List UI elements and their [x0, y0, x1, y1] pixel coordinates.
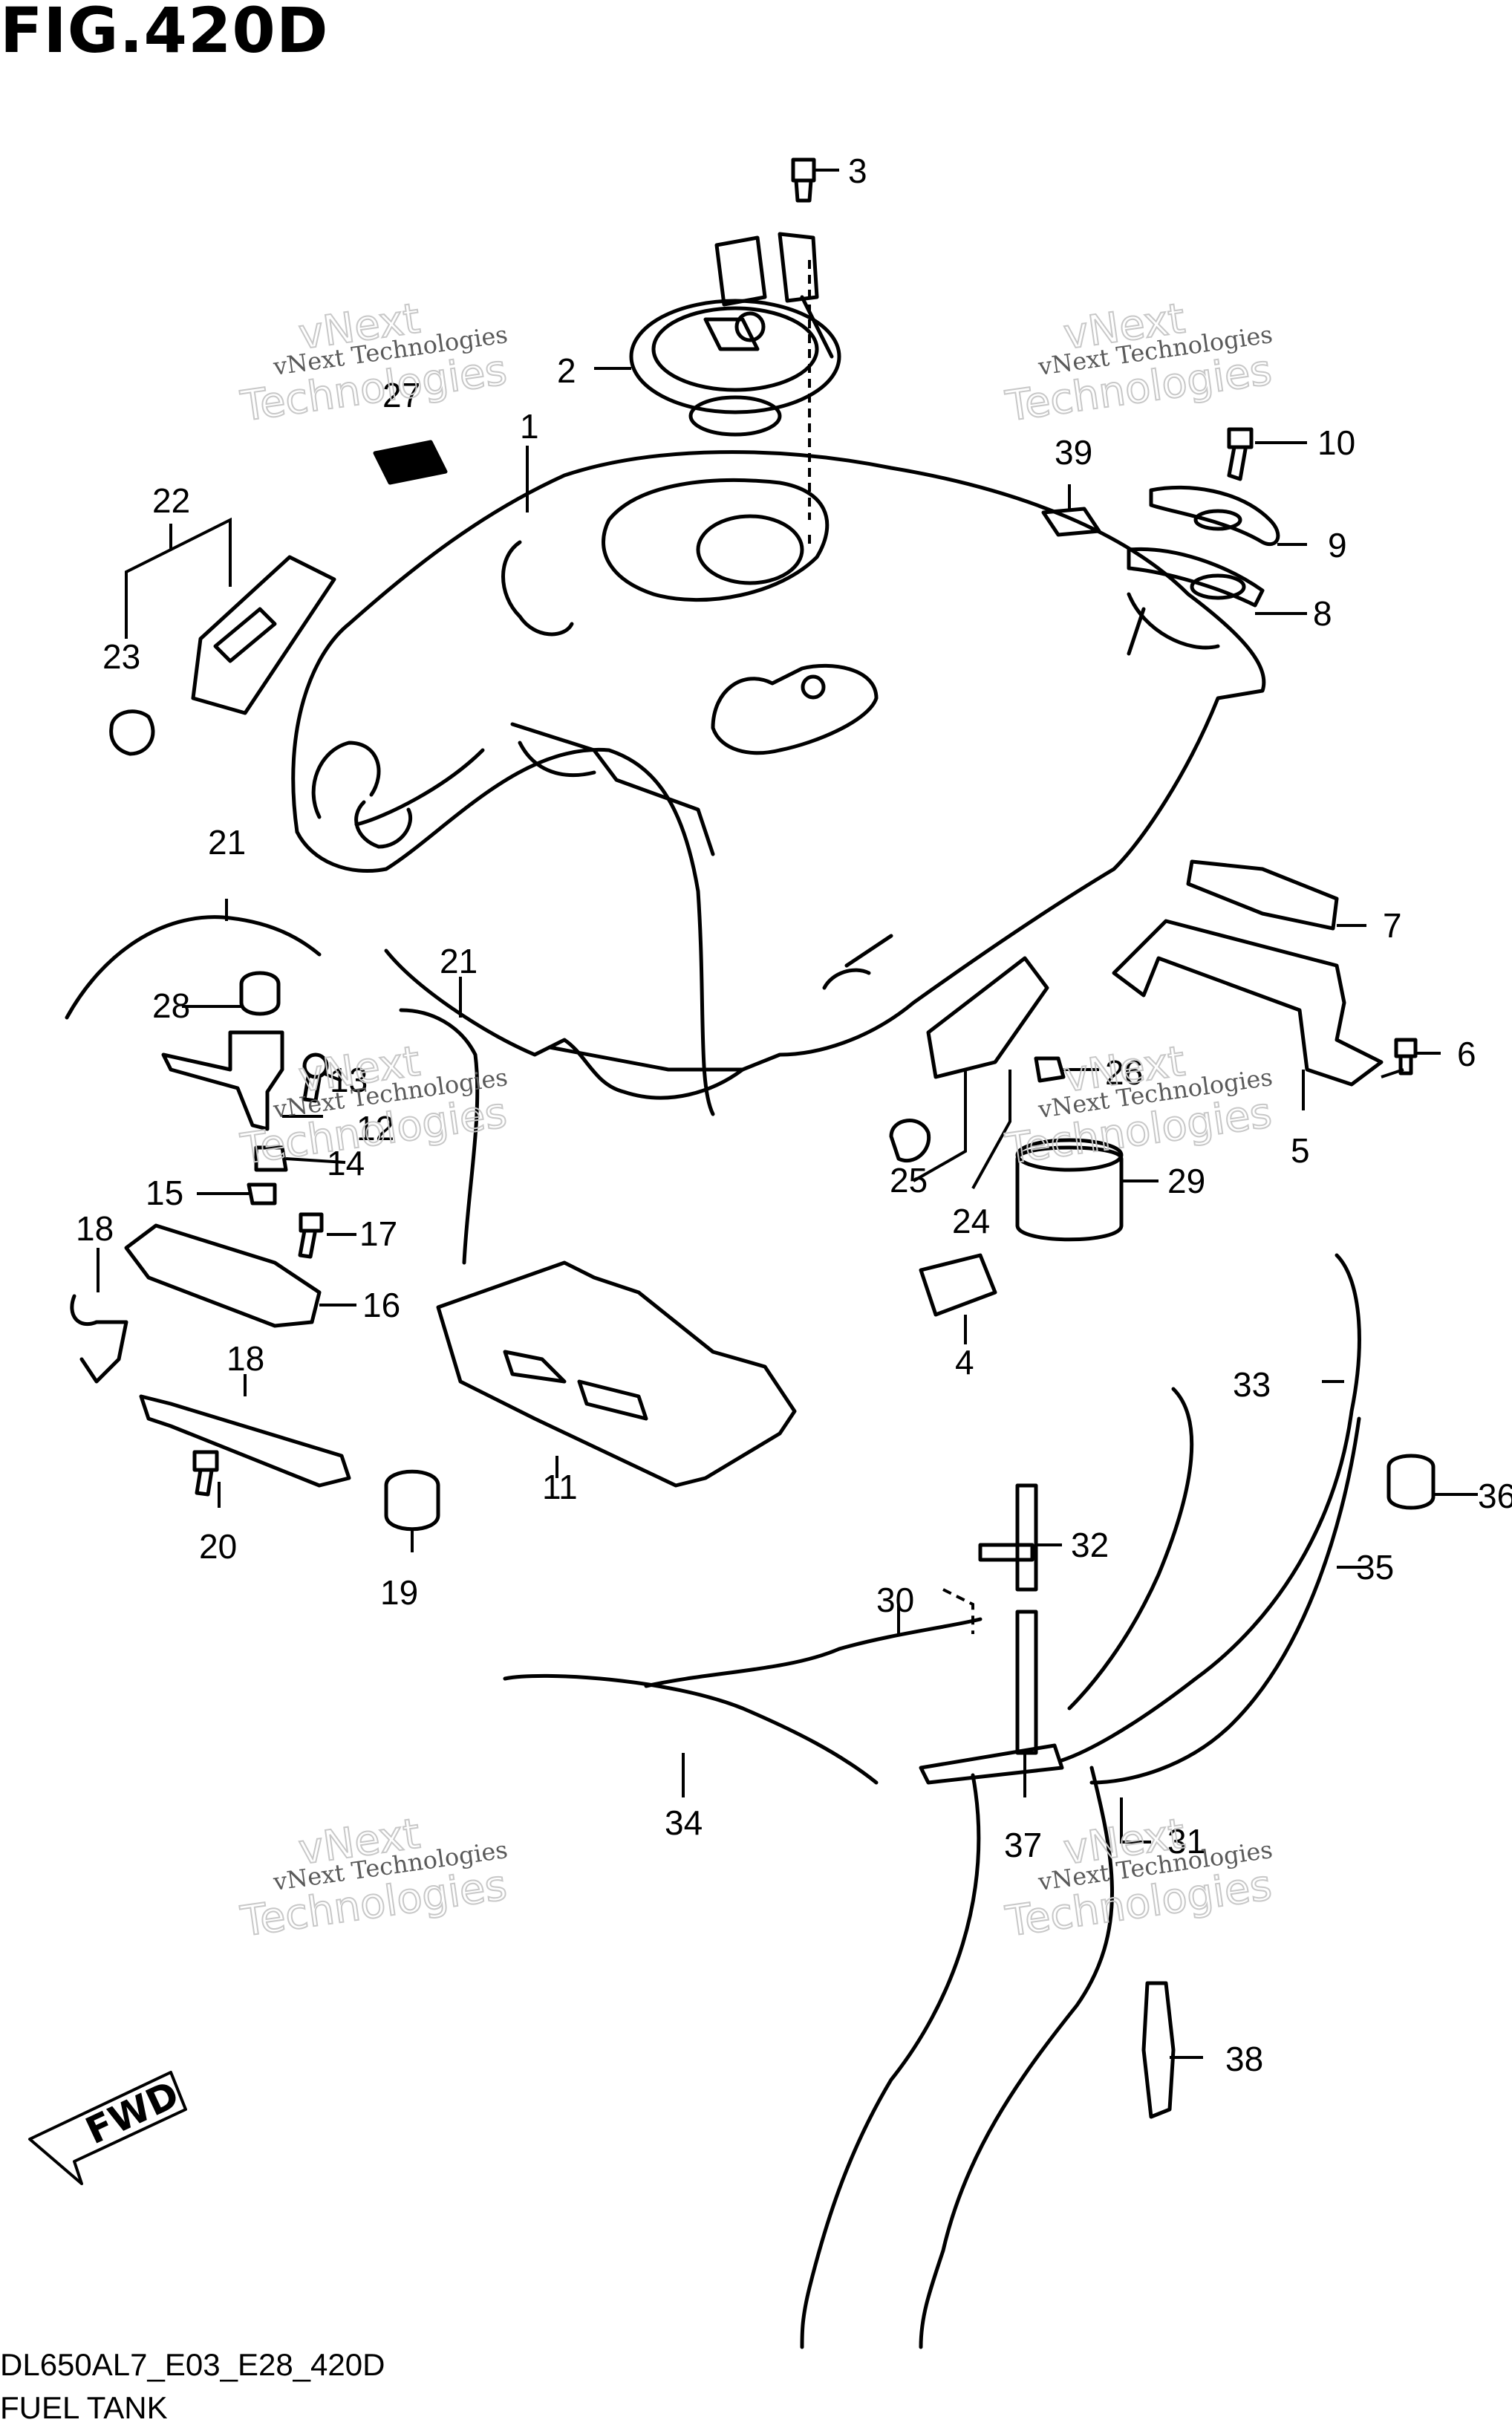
callout-24: 24: [952, 1202, 990, 1240]
callout-2: 2: [557, 351, 576, 390]
callout-37: 37: [1004, 1826, 1042, 1864]
callout-35: 35: [1356, 1548, 1394, 1587]
bolt-3: [791, 157, 816, 203]
elbow-lower: [1015, 1610, 1038, 1755]
clamp-38: [1141, 1981, 1176, 2119]
callout-7: 7: [1383, 906, 1402, 945]
collar-19: [384, 1469, 440, 1532]
callout-18-upper: 18: [76, 1209, 114, 1248]
cushion-22: [191, 555, 336, 715]
cushion-7: [1186, 859, 1339, 931]
collar-36: [1386, 1454, 1436, 1510]
callout-22: 22: [152, 481, 190, 520]
callout-8: 8: [1313, 594, 1332, 633]
hose-21-right: [399, 1008, 480, 1265]
callout-1: 1: [520, 407, 539, 446]
hose-33: [1060, 1253, 1361, 1763]
callout-11: 11: [542, 1468, 578, 1506]
pad-4: [919, 1253, 997, 1317]
figure-title: FIG.420D: [0, 0, 329, 67]
diagram-code: DL650AL7_E03_E28_420D: [0, 2347, 385, 2382]
hose-37-drain: [800, 1773, 981, 2349]
holder-9: [1149, 485, 1280, 547]
callout-17: 17: [359, 1214, 397, 1253]
callout-33: 33: [1233, 1365, 1271, 1404]
cap-23: [109, 709, 155, 756]
cap-25: [889, 1119, 931, 1162]
bracket-12: [161, 1030, 284, 1131]
callout-21-right: 21: [440, 942, 478, 980]
hose-30: [1067, 1387, 1194, 1711]
fwd-arrow: [28, 2071, 187, 2185]
fuel-tank: [291, 450, 1266, 1116]
grommet-28: [239, 971, 281, 1016]
band-29: [1015, 1145, 1124, 1242]
callout-18-lower: 18: [227, 1339, 264, 1378]
callout-32: 32: [1071, 1526, 1109, 1564]
hose-34: [503, 1673, 879, 1785]
pad-39: [1041, 507, 1101, 537]
nut-14: [254, 1145, 288, 1172]
callout-27: 27: [382, 376, 420, 414]
callout-5: 5: [1291, 1131, 1310, 1170]
joint-37: [919, 1743, 1064, 1785]
bolt-6: [1394, 1038, 1418, 1076]
callout-31: 31: [1167, 1822, 1205, 1861]
callout-16: 16: [362, 1286, 400, 1324]
clamp-18-upper: [70, 1294, 128, 1384]
bracket-5: [1112, 919, 1384, 1087]
hose-31: [919, 1766, 1114, 2349]
bolt-10: [1227, 427, 1254, 481]
cushion-24: [926, 956, 1049, 1079]
callout-9: 9: [1328, 526, 1347, 564]
hose-21-left: [65, 915, 322, 1020]
callout-10: 10: [1317, 423, 1355, 462]
callout-39: 39: [1055, 433, 1092, 472]
bolt-20: [192, 1450, 219, 1497]
callout-15: 15: [146, 1174, 183, 1212]
callout-4: 4: [955, 1343, 974, 1382]
hose-30-upper: [644, 1617, 983, 1688]
callout-12: 12: [356, 1109, 394, 1148]
callout-36: 36: [1478, 1477, 1512, 1515]
callout-28: 28: [152, 986, 190, 1025]
tray-11: [436, 1260, 797, 1488]
diagram-name: FUEL TANK: [0, 2390, 168, 2425]
callout-6: 6: [1457, 1035, 1476, 1073]
callout-38: 38: [1225, 2040, 1263, 2078]
callout-34: 34: [665, 1803, 703, 1842]
cushion-8: [1127, 547, 1265, 608]
callout-25: 25: [890, 1161, 928, 1200]
bracket-16: [124, 1223, 322, 1328]
callout-26: 26: [1105, 1053, 1143, 1092]
fuel-cap: [629, 232, 841, 437]
watermark-group: vNext Technologies vNext Technologies vN…: [237, 293, 1275, 1947]
bolt-17: [298, 1212, 324, 1259]
callout-13: 13: [330, 1061, 368, 1099]
nut-26: [1034, 1056, 1066, 1083]
callout-20: 20: [199, 1527, 237, 1566]
caution-label-27: [373, 440, 448, 485]
clip-15: [247, 1182, 277, 1205]
fwd-label: FWD: [79, 2073, 186, 2153]
callout-19: 19: [380, 1573, 418, 1612]
bracket-18-lower: [139, 1394, 351, 1488]
callout-29: 29: [1167, 1162, 1205, 1200]
hose-35: [1089, 1416, 1361, 1785]
callout-14: 14: [327, 1144, 365, 1182]
callout-21-left: 21: [208, 823, 246, 862]
callout-3: 3: [848, 152, 867, 190]
t-fitting-32: [978, 1483, 1038, 1592]
bolt-13: [302, 1052, 329, 1103]
callout-23: 23: [102, 637, 140, 676]
callout-30: 30: [876, 1581, 914, 1619]
